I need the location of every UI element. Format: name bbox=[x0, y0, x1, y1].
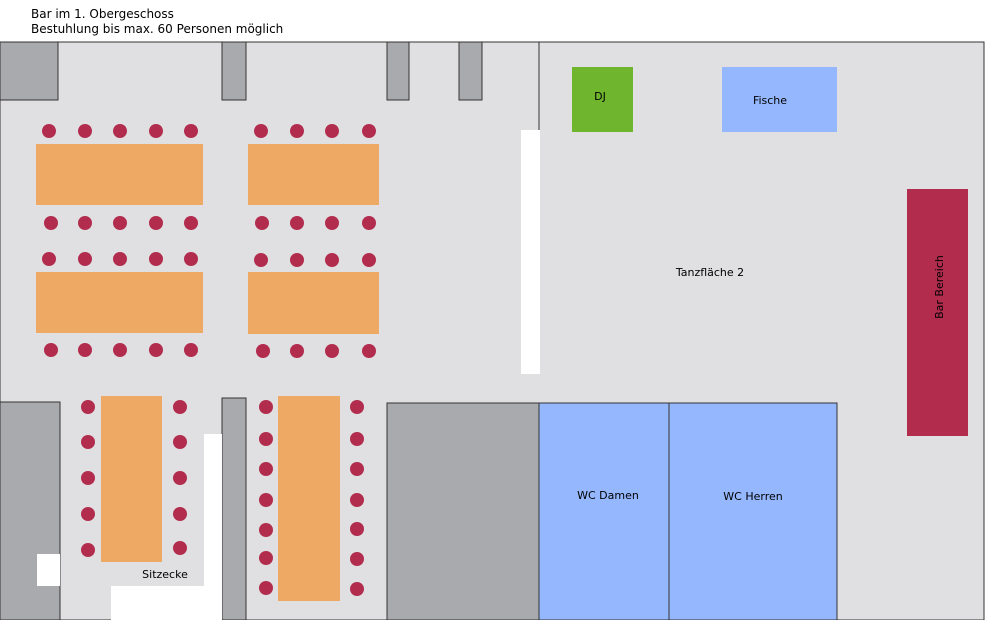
chair bbox=[350, 432, 364, 446]
chair bbox=[325, 124, 339, 138]
wc-herren bbox=[668, 402, 838, 620]
chair bbox=[149, 216, 163, 230]
chair bbox=[149, 343, 163, 357]
chair bbox=[350, 462, 364, 476]
chair bbox=[44, 343, 58, 357]
chair bbox=[42, 252, 56, 266]
chair bbox=[290, 124, 304, 138]
chair bbox=[350, 552, 364, 566]
fische-label: Fische bbox=[753, 94, 787, 107]
chair bbox=[259, 400, 273, 414]
chair bbox=[173, 507, 187, 521]
chair bbox=[325, 216, 339, 230]
chair bbox=[325, 253, 339, 267]
chair bbox=[184, 252, 198, 266]
wc-damen-label: WC Damen bbox=[577, 489, 639, 502]
dj-label: DJ bbox=[594, 90, 606, 103]
opening bbox=[204, 434, 222, 586]
chair bbox=[44, 216, 58, 230]
chair bbox=[173, 541, 187, 555]
chair bbox=[259, 523, 273, 537]
chair bbox=[149, 252, 163, 266]
chair bbox=[78, 124, 92, 138]
chair bbox=[290, 344, 304, 358]
chair bbox=[81, 435, 95, 449]
chair bbox=[78, 216, 92, 230]
table bbox=[36, 272, 203, 333]
chair bbox=[184, 124, 198, 138]
dancefloor-label: Tanzfläche 2 bbox=[675, 266, 744, 279]
wc-herren-label: WC Herren bbox=[723, 490, 782, 503]
plan-title: Bar im 1. Obergeschoss bbox=[31, 7, 174, 21]
bar-label: Bar Bereich bbox=[933, 255, 946, 319]
wall-block bbox=[221, 41, 247, 101]
opening bbox=[521, 130, 540, 374]
chair bbox=[113, 216, 127, 230]
chair bbox=[362, 253, 376, 267]
chair bbox=[254, 124, 268, 138]
sitzecke-label: Sitzecke bbox=[142, 568, 188, 581]
chair bbox=[325, 344, 339, 358]
wall-block bbox=[0, 41, 59, 101]
chair bbox=[259, 551, 273, 565]
chair bbox=[78, 252, 92, 266]
plan-subtitle: Bestuhlung bis max. 60 Personen möglich bbox=[31, 22, 283, 36]
chair bbox=[173, 400, 187, 414]
wall-block bbox=[458, 41, 483, 101]
chair bbox=[259, 493, 273, 507]
bar-area bbox=[907, 189, 968, 436]
chair bbox=[173, 435, 187, 449]
chair bbox=[78, 343, 92, 357]
chair bbox=[350, 493, 364, 507]
chair bbox=[259, 462, 273, 476]
chair bbox=[184, 343, 198, 357]
chair bbox=[81, 471, 95, 485]
chair bbox=[81, 543, 95, 557]
chair bbox=[362, 216, 376, 230]
chair bbox=[81, 507, 95, 521]
chair bbox=[259, 432, 273, 446]
table bbox=[248, 272, 379, 334]
dj-booth bbox=[572, 67, 633, 132]
table bbox=[101, 396, 162, 562]
chair bbox=[81, 400, 95, 414]
wall-block bbox=[386, 41, 410, 101]
chair bbox=[290, 216, 304, 230]
chair bbox=[290, 253, 304, 267]
chair bbox=[113, 124, 127, 138]
opening bbox=[37, 554, 60, 586]
table bbox=[248, 144, 379, 205]
chair bbox=[254, 253, 268, 267]
chair bbox=[255, 216, 269, 230]
chair bbox=[259, 581, 273, 595]
fische-area bbox=[722, 67, 837, 132]
chair bbox=[256, 344, 270, 358]
chair bbox=[42, 124, 56, 138]
table bbox=[36, 144, 203, 205]
chair bbox=[350, 400, 364, 414]
wc-damen bbox=[538, 402, 670, 620]
chair bbox=[362, 344, 376, 358]
chair bbox=[184, 216, 198, 230]
chair bbox=[350, 522, 364, 536]
chair bbox=[113, 252, 127, 266]
opening bbox=[111, 586, 222, 620]
chair bbox=[350, 582, 364, 596]
chair bbox=[173, 471, 187, 485]
wall-block bbox=[386, 402, 540, 620]
chair bbox=[362, 124, 376, 138]
chair bbox=[113, 343, 127, 357]
wall-block bbox=[221, 397, 247, 620]
chair bbox=[149, 124, 163, 138]
table bbox=[278, 396, 340, 601]
wall-block bbox=[0, 401, 61, 620]
